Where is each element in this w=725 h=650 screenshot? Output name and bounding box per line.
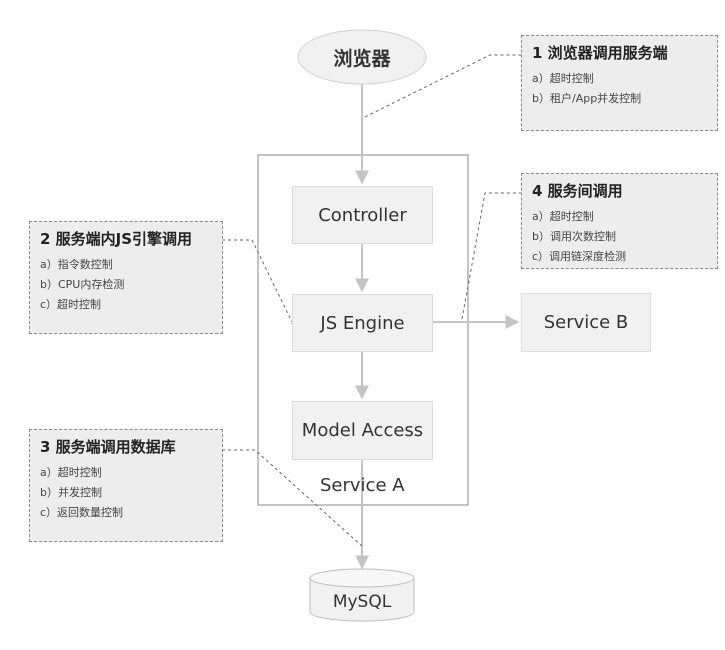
note-browser-to-server: 1 浏览器调用服务端 a）超时控制 b）租户/App并发控制 (521, 35, 718, 131)
service-b-box: Service B (521, 293, 651, 352)
js-engine-box: JS Engine (292, 294, 433, 352)
note-database: 3 服务端调用数据库 a）超时控制 b）并发控制 c）返回数量控制 (29, 429, 223, 542)
browser-label: 浏览器 (333, 47, 391, 70)
note-item: a）超时控制 (40, 466, 102, 479)
service-a-label: Service A (320, 475, 405, 496)
model-access-box: Model Access (292, 401, 433, 460)
note-item: c）返回数量控制 (40, 506, 124, 519)
note-title: 1 浏览器调用服务端 (532, 44, 668, 62)
note-title: 2 服务端内JS引擎调用 (40, 230, 193, 248)
dashed-link-note-1 (364, 54, 522, 118)
dashed-link-note-4 (461, 192, 522, 320)
note-item: a）指令数控制 (40, 258, 113, 271)
note-item: b）调用次数控制 (532, 230, 616, 243)
note-item: b）租户/App并发控制 (532, 92, 642, 105)
dashed-link-note-3 (222, 449, 363, 547)
note-item: a）超时控制 (532, 210, 594, 223)
note-item: c）调用链深度检测 (532, 250, 627, 263)
note-js-engine: 2 服务端内JS引擎调用 a）指令数控制 b）CPU内存检测 c）超时控制 (29, 221, 223, 334)
note-item: a）超时控制 (532, 72, 594, 85)
note-inter-service: 4 服务间调用 a）超时控制 b）调用次数控制 c）调用链深度检测 (521, 173, 718, 269)
note-title: 3 服务端调用数据库 (40, 438, 176, 456)
controller-box: Controller (292, 186, 433, 244)
note-item: c）超时控制 (40, 298, 102, 311)
mysql-cylinder (309, 568, 415, 622)
note-item: b）并发控制 (40, 486, 102, 499)
note-item: b）CPU内存检测 (40, 278, 125, 291)
dashed-link-note-2 (222, 239, 293, 323)
mysql-label: MySQL (332, 592, 392, 612)
note-title: 4 服务间调用 (532, 182, 623, 200)
